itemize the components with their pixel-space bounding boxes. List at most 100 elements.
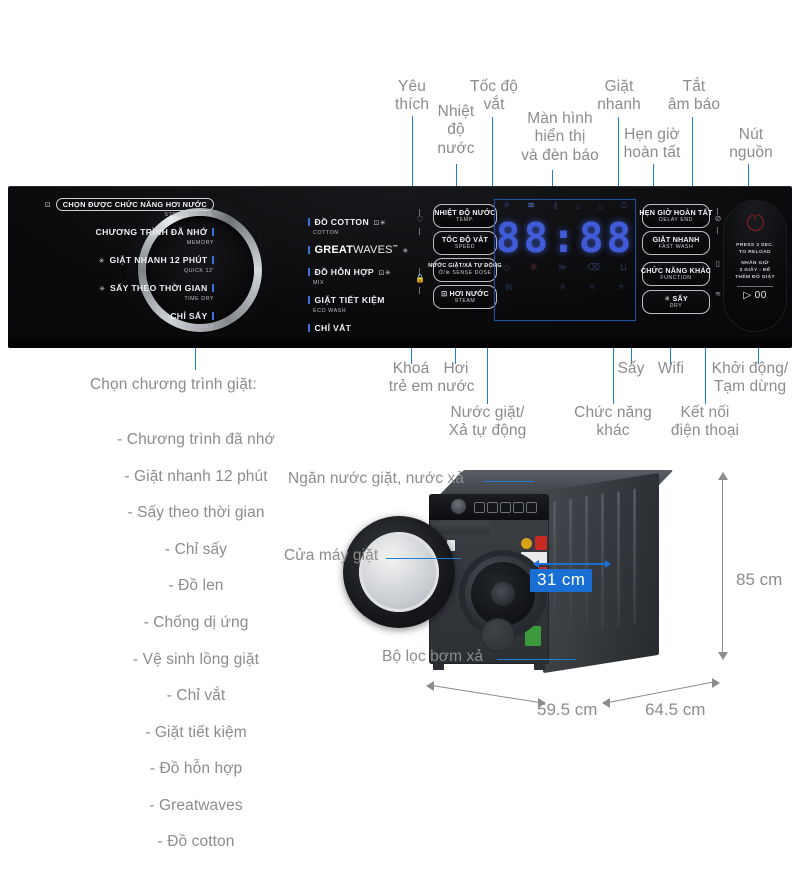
program-spin-only[interactable]: CHỈ VẮT SPIN ONLY xyxy=(308,318,458,342)
indicator-bar xyxy=(419,209,420,216)
indicator-bar xyxy=(419,228,420,235)
height-arrow-top xyxy=(718,472,728,480)
dry1-indicator-icon: ✳ xyxy=(558,282,567,292)
door-opening-badge: 31 cm xyxy=(530,569,593,592)
leader-washer-door xyxy=(386,558,461,560)
steam-cycles-en: STEAM CYCLES xyxy=(164,211,212,218)
callout-drain-filter: Bộ lọc bơm xả xyxy=(382,648,484,665)
button-steam[interactable]: ⊡ HƠI NƯỚC STEAM xyxy=(433,285,497,309)
callout-steam: Hơi nước xyxy=(437,360,475,396)
button-spin-speed[interactable]: TỐC ĐỘ VẮT SPEED xyxy=(433,231,497,255)
button-steam-en: STEAM xyxy=(454,297,476,304)
program-list-item: - Giặt nhanh 12 phút xyxy=(124,467,268,485)
callout-power: Nút nguồn xyxy=(729,126,773,162)
program-dry-only-en: DRY ONLY xyxy=(183,323,214,330)
program-greatwaves[interactable]: GREATWAVES™ ✳ xyxy=(308,240,458,258)
program-dry-only[interactable]: ✳ CHỈ SẤY DRY ONLY xyxy=(20,306,214,330)
program-list-right: ĐỒ COTTON ⊡✳ COTTON GREATWAVES™ ✳ ĐỒ HỖN… xyxy=(308,212,458,348)
button-function[interactable]: CHỨC NĂNG KHÁC FUNCTION xyxy=(641,262,711,286)
button-auto-dose-vn: NƯỚC GIẶT/XẢ TỰ ĐỘNG xyxy=(428,262,502,269)
leader-power xyxy=(748,164,750,186)
machine-knob xyxy=(451,499,466,514)
leader-water-temp xyxy=(456,164,458,186)
button-dry[interactable]: ✳ SẤY DRY xyxy=(642,290,710,314)
indicator-bar xyxy=(419,268,420,275)
start-pause-icon[interactable]: ▷ 00 xyxy=(743,289,767,301)
callout-dry: Sấy xyxy=(617,360,645,377)
door-opening-arrow xyxy=(533,560,611,568)
program-list-callout: Chọn chương trình giặt: - Chương trình đ… xyxy=(90,358,302,888)
program-list-item: - Chương trình đã nhớ xyxy=(117,431,275,449)
program-mix[interactable]: ĐỒ HỖN HỢP ⊡✳ MIX xyxy=(308,262,458,286)
allergy-indicator-icon: ❈ xyxy=(530,262,538,272)
program-mix-en: MIX xyxy=(313,279,325,286)
program-eco-wash[interactable]: GIẶT TIẾT KIỆM ECO WASH xyxy=(308,290,458,314)
callout-mute: Tắt âm báo xyxy=(667,78,721,114)
program-selector-knob[interactable] xyxy=(126,196,274,344)
sticker-energy xyxy=(521,538,532,549)
leader-fast-wash xyxy=(618,117,620,186)
program-list-item: - Vệ sinh lồng giặt xyxy=(133,650,259,668)
button-fast-wash[interactable]: GIẶT NHANH FAST WASH xyxy=(642,231,710,255)
program-quick12-en: QUICK 12' xyxy=(183,267,214,274)
width-arrow-right xyxy=(538,698,546,708)
button-delay-end[interactable]: HẸN GIỜ HOÀN TẤT DELAY END xyxy=(639,204,713,228)
tub-indicator-icon: ⊔ xyxy=(619,262,627,272)
program-wool[interactable]: ◍ ĐỒ LEN WOOL xyxy=(20,334,214,348)
detergent-drawer[interactable] xyxy=(432,522,490,534)
led-display: ✳ ≋ ⚷ ⌂ ⌂ ⏱ 88:88 ◇ ❈ ≫ ⌫ ⊔ ⊠ · ✳ ✳ ✳ xyxy=(495,200,635,320)
indicator-tick xyxy=(212,228,214,237)
indicator-bar xyxy=(419,287,420,294)
indicator-tick xyxy=(212,340,214,348)
indicator-tick xyxy=(308,268,310,277)
drain-filter-cover[interactable] xyxy=(481,618,515,652)
callout-detergent-drawer: Ngăn nước giặt, nước xả xyxy=(288,470,465,487)
program-time-dry[interactable]: ✳ SẤY THEO THỜI GIAN TIME DRY xyxy=(20,278,214,302)
callout-display: Màn hình hiển thị và đèn báo xyxy=(521,110,599,164)
program-list-item: - Đồ cotton xyxy=(157,833,235,851)
button-auto-dose[interactable]: NƯỚC GIẶT/XẢ TỰ ĐỘNG Ở/⊛ SENSE DOSE xyxy=(428,258,502,282)
open-door[interactable] xyxy=(343,516,455,628)
control-panel: ⊡ CHỌN ĐƯỢC CHỨC NĂNG HƠI NƯỚC STEAM CYC… xyxy=(8,186,792,348)
button-delay-end-en: DELAY END xyxy=(659,216,693,223)
button-auto-dose-en: Ở/⊛ SENSE DOSE xyxy=(438,269,492,276)
button-delay-end-vn: HẸN GIỜ HOÀN TẤT xyxy=(639,207,713,217)
pod-line2: TO RELOAD xyxy=(739,250,771,256)
indicator-tick xyxy=(308,246,310,255)
callout-water-temp: Nhiệt độ nước xyxy=(437,103,475,157)
indicator-tick xyxy=(212,256,214,265)
program-list-item: - Sấy theo thời gian xyxy=(127,504,265,522)
dry3-indicator-icon: ✳ xyxy=(617,282,625,292)
program-memory[interactable]: CHƯƠNG TRÌNH ĐÃ NHỚ MEMORY xyxy=(20,222,214,246)
drum-indicator-icon: ⊠ xyxy=(505,282,513,292)
program-list-item: - Greatwaves xyxy=(149,796,243,814)
cotton-icon: ⊡✳ xyxy=(373,220,387,227)
program-eco-wash-en: ECO WASH xyxy=(313,307,347,314)
open-door-glass xyxy=(359,532,439,612)
power-icon[interactable] xyxy=(746,214,764,231)
program-quick12[interactable]: ✳ GIẶT NHANH 12 PHÚT QUICK 12' xyxy=(20,250,214,274)
program-memory-en: MEMORY xyxy=(186,239,214,246)
program-drum-clean[interactable]: VỆ SINH LỒNG GIẶT DRUM CLEAN xyxy=(308,346,458,348)
leader-program-list xyxy=(195,348,197,370)
button-water-temp[interactable]: NHIỆT ĐỘ NƯỚC TEMP. xyxy=(433,204,497,228)
width-arrow-left xyxy=(426,681,434,691)
indicator-bar xyxy=(717,208,718,215)
program-wool-vn: ĐỒ LEN xyxy=(172,339,208,348)
greatwaves-logo: GREATWAVES™ xyxy=(314,244,398,257)
leader-wifi xyxy=(670,348,672,364)
program-list-items: - Chương trình đã nhớ - Giặt nhanh 12 ph… xyxy=(90,413,302,870)
lock-indicator-icon: ⌂ xyxy=(575,200,581,211)
dry2-indicator-icon: ✳ xyxy=(588,282,596,292)
program-list-title: Chọn chương trình giặt: xyxy=(90,376,257,394)
display-top-icon-row: ✳ ≋ ⚷ ⌂ ⌂ ⏱ xyxy=(495,200,635,211)
indicator-tick xyxy=(308,218,310,226)
wifi-indicator-icon: ≋ xyxy=(527,200,535,210)
width-dimension-text: 59.5 cm xyxy=(537,700,598,719)
sun-icon: ✳ xyxy=(99,286,106,294)
callout-washer-door: Cửa máy giặt xyxy=(284,547,379,564)
leader-steam xyxy=(455,348,457,364)
favorite-heart-icon: ♡ xyxy=(416,215,424,224)
program-spin-only-en: SPIN ONLY xyxy=(313,335,346,342)
program-cotton[interactable]: ĐỒ COTTON ⊡✳ COTTON xyxy=(308,212,458,236)
